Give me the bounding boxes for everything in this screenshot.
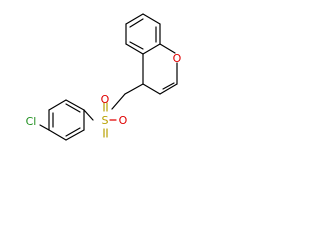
bond bbox=[65, 99, 85, 111]
bond bbox=[142, 43, 161, 55]
sulfur-label: S bbox=[102, 114, 109, 127]
bond bbox=[159, 43, 176, 54]
double-bond bbox=[162, 82, 175, 90]
bond bbox=[125, 13, 144, 25]
ring-oxygen-label: O bbox=[173, 52, 182, 65]
bond bbox=[39, 124, 50, 131]
bond bbox=[111, 93, 126, 110]
sulfonyl-oxygen-top-label: O bbox=[101, 93, 110, 106]
aromatic-double-bond bbox=[129, 18, 144, 28]
bond bbox=[83, 109, 94, 121]
molecule-structure-diagram: O S O O Cl bbox=[26, 13, 182, 141]
bond-lines bbox=[39, 13, 178, 141]
aromatic-double-bond bbox=[65, 127, 81, 137]
sulfonyl-bonds bbox=[103, 102, 117, 138]
aromatic-double-bond bbox=[129, 41, 144, 50]
chlorine-label: Cl bbox=[26, 115, 37, 128]
sulfonyl-oxygen-bottom-label: O bbox=[119, 114, 128, 127]
aromatic-double-bond bbox=[65, 103, 81, 113]
bond bbox=[65, 129, 85, 141]
bond bbox=[125, 43, 144, 55]
bond bbox=[142, 83, 161, 95]
bond bbox=[124, 83, 144, 95]
bond bbox=[48, 129, 67, 141]
structure-canvas: O S O O Cl bbox=[0, 0, 210, 165]
bond bbox=[159, 83, 178, 95]
bond bbox=[48, 99, 67, 111]
bond bbox=[142, 13, 161, 25]
